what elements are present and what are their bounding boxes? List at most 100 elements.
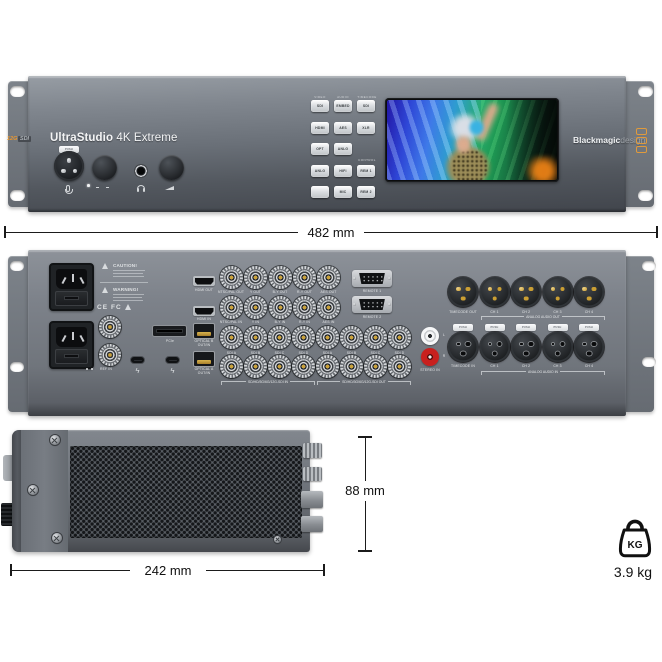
badge-12g-text: 12G xyxy=(7,136,18,142)
push-label: PUSH xyxy=(64,148,73,151)
bnc-connector xyxy=(268,326,291,349)
front-button-xlr: XLR xyxy=(357,122,375,134)
port-label: CH 2 xyxy=(521,364,531,368)
port-label: AES IN xyxy=(322,320,335,324)
rca-left-label: L xyxy=(442,333,446,337)
bnc-connector xyxy=(316,326,339,349)
indicator-dot xyxy=(86,368,89,371)
side-connector-stub xyxy=(301,491,323,508)
width-dim-line xyxy=(364,231,656,233)
xlr-male-connector xyxy=(479,277,510,307)
xlr-male-connector xyxy=(542,277,573,307)
bnc-connector xyxy=(220,326,243,349)
warning-triangle-icon xyxy=(102,287,108,293)
warning-triangle-icon xyxy=(102,263,108,269)
db9-screw xyxy=(353,276,357,281)
brand-bold: Blackmagic xyxy=(573,135,621,145)
rack-mount-hole xyxy=(638,86,653,97)
figure-face xyxy=(455,133,472,155)
db9-pins xyxy=(361,300,383,309)
xlr-push-tab: PUSH xyxy=(547,324,568,331)
headphone-icon xyxy=(137,185,145,192)
ce-mark: CE xyxy=(97,304,109,311)
bnc-connector xyxy=(292,326,315,349)
port-label: NTSC/PAL OUT xyxy=(217,290,245,294)
video-group-header: VIDEO xyxy=(314,95,326,99)
width-dimension-label: 482 mm xyxy=(307,225,355,240)
bnc-connector xyxy=(388,326,411,349)
bnc-connector xyxy=(268,296,292,319)
analog-audio-out-bracket: ANALOG AUDIO OUT xyxy=(481,315,605,320)
port-label: R-Y OUT xyxy=(297,290,312,294)
port-label: SDI A xyxy=(322,350,333,355)
xlr-female-connector xyxy=(479,332,510,362)
fine-print-line xyxy=(113,273,143,274)
port-label: CH 1 xyxy=(490,364,499,368)
badge-sdi-text: SDI xyxy=(18,136,31,142)
bnc-connector xyxy=(364,355,387,378)
product-title-bold: UltraStudio xyxy=(50,132,114,144)
front-button-mic: MIC xyxy=(334,186,352,198)
side-connector-stub xyxy=(301,516,323,532)
rack-mount-hole xyxy=(10,190,25,201)
optical-b-label: OPTICAL B OUT/IN xyxy=(194,339,214,347)
rca-left-connector xyxy=(421,327,439,345)
port-label: R-Y IN xyxy=(298,320,310,324)
port-label: TIMECODE OUT xyxy=(449,310,477,314)
volume-wedge-icon xyxy=(165,186,174,190)
bnc-connector xyxy=(293,296,316,319)
bnc-connector xyxy=(340,326,363,349)
screen-image xyxy=(387,100,557,180)
chassis-screw xyxy=(52,533,62,543)
fine-print-line xyxy=(100,282,148,283)
port-label: AES OUT xyxy=(320,290,337,294)
warning-triangle-icon xyxy=(125,304,131,310)
front-mic-xlr-input xyxy=(54,151,84,181)
bnc-connector xyxy=(244,296,267,319)
thunderbolt-port xyxy=(130,356,145,364)
port-label: CH 1 xyxy=(490,310,499,314)
sdi-out-group-label: SD/HD/3G/6G/12G-SDI OUT xyxy=(342,380,386,384)
fine-print-line xyxy=(113,300,143,301)
ref-in-label: REF IN xyxy=(99,366,112,371)
timecode-group-header: TIMECODE xyxy=(357,95,377,99)
db9-screw xyxy=(387,302,391,307)
analog-audio-in-bracket: ANALOG AUDIO IN xyxy=(481,370,605,375)
chassis-screw xyxy=(50,435,60,445)
ac-power-inlet-2 xyxy=(49,321,94,369)
rca-right-label: R xyxy=(442,354,446,358)
xlr-female-connector xyxy=(511,332,541,362)
brand-logo-icon xyxy=(636,128,647,135)
xlr-female-connector xyxy=(448,332,478,362)
caution-label: CAUTION! xyxy=(113,263,138,268)
pcie-label: PCIe xyxy=(165,339,175,343)
bnc-connector xyxy=(268,355,291,378)
front-button-rem1: REM 1 xyxy=(357,165,375,177)
xlr-male-connector xyxy=(448,277,478,307)
rack-mount-hole xyxy=(642,261,656,271)
fine-print-line xyxy=(113,294,144,295)
xlr-male-connector xyxy=(511,277,541,307)
rack-mount-hole xyxy=(638,190,653,201)
front-button-sdi: SDI xyxy=(357,100,375,112)
weight-value: 3.9 kg xyxy=(613,564,653,580)
front-button-opt: OPT xyxy=(311,143,329,155)
port-label: SDI D xyxy=(394,350,405,355)
front-button-hdmi: HDMI xyxy=(311,122,329,134)
bnc-connector xyxy=(244,326,267,349)
microphone-icon xyxy=(64,185,74,194)
kg-label: KG xyxy=(628,540,643,551)
height-dim-cap-bottom xyxy=(358,550,372,552)
bnc-connector xyxy=(293,266,316,289)
height-dim-line xyxy=(364,438,366,481)
front-rack-ear-right xyxy=(626,81,654,207)
hdmi-out-port xyxy=(193,276,215,286)
warning-label: WARNING! xyxy=(113,287,139,292)
thunderbolt-port xyxy=(165,356,180,364)
stereo-in-label: STEREO IN xyxy=(420,368,440,372)
weight-icon: KG xyxy=(612,517,658,561)
fuse-drawer xyxy=(55,291,88,306)
brand-logo-icon xyxy=(636,146,647,153)
ac-power-inlet-1 xyxy=(49,263,94,311)
